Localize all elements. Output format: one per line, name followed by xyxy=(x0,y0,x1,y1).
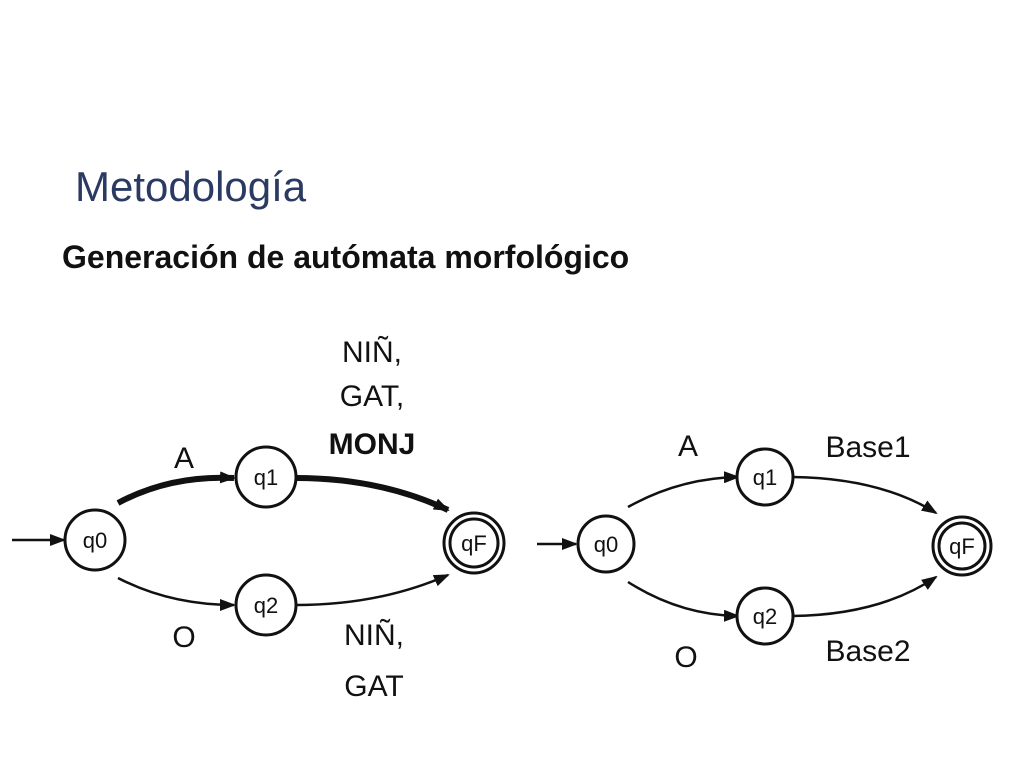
left-edge-q2-qF xyxy=(295,573,450,607)
right-automaton: q0 q1 q2 qF A Base1 O Base2 xyxy=(537,430,993,674)
right-state-q0 xyxy=(576,514,636,574)
left-label-upper-2: GAT, xyxy=(340,380,404,413)
right-state-q2 xyxy=(735,586,795,646)
left-state-q1 xyxy=(234,445,298,509)
left-state-q2-label: q2 xyxy=(254,593,278,618)
left-label-lower-2: GAT xyxy=(344,670,403,703)
right-edge-q0-q2 xyxy=(627,580,740,622)
right-label-base1: Base1 xyxy=(825,431,910,464)
right-state-qF-label: qF xyxy=(949,534,975,559)
left-state-q1-label: q1 xyxy=(254,465,278,490)
slide-subtitle: Generación de autómata morfológico xyxy=(62,239,630,275)
left-state-q0 xyxy=(63,508,127,572)
slide-title: Metodología xyxy=(75,163,307,210)
right-label-base2: Base2 xyxy=(825,635,910,668)
right-label-O: O xyxy=(674,641,697,674)
left-edge-q0-q1 xyxy=(116,471,236,506)
left-state-q2 xyxy=(234,573,298,637)
right-state-qF-inner xyxy=(937,521,987,571)
right-edge-q0-q1 xyxy=(627,471,740,509)
left-state-qF-label: qF xyxy=(461,531,487,556)
right-state-q0-label: q0 xyxy=(594,532,618,557)
left-state-q0-label: q0 xyxy=(83,528,107,553)
left-automaton: q0 q1 q2 qF A NIÑ, GAT, MONJ O NIÑ, GAT xyxy=(12,335,506,703)
right-state-q1 xyxy=(735,447,795,507)
right-label-A: A xyxy=(678,430,698,463)
right-state-q2-label: q2 xyxy=(753,604,777,629)
left-label-lower-1: NIÑ, xyxy=(344,618,404,652)
left-label-upper-1: NIÑ, xyxy=(342,335,402,369)
right-state-q1-label: q1 xyxy=(753,465,777,490)
right-edge-q1-qF xyxy=(791,475,938,515)
left-state-qF-inner xyxy=(448,517,500,569)
right-edge-q2-qF xyxy=(791,575,938,618)
left-edge-q1-qF xyxy=(295,475,450,513)
left-edge-q0-q2 xyxy=(117,576,236,611)
left-label-O: O xyxy=(172,621,195,654)
left-label-upper-3: MONJ xyxy=(329,428,416,461)
left-label-A: A xyxy=(174,442,194,475)
